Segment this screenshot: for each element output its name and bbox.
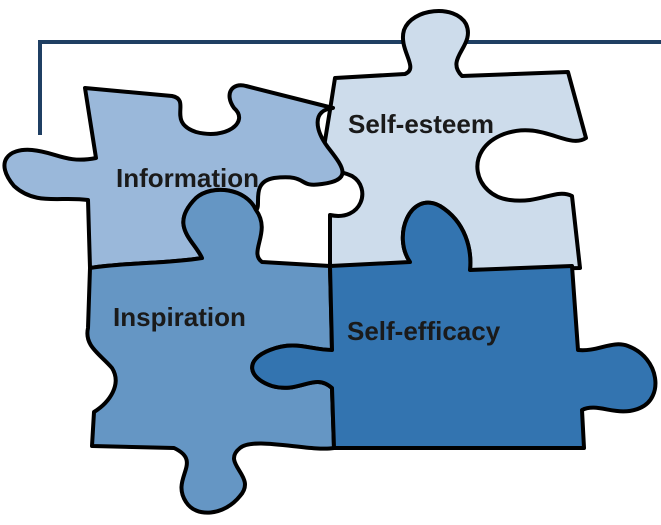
piece-information: [2, 83, 345, 270]
label-self-efficacy: Self-efficacy: [347, 316, 501, 346]
label-inspiration: Inspiration: [113, 302, 246, 332]
piece-self-esteem: [316, 9, 588, 272]
piece-self-efficacy: [250, 200, 658, 450]
label-information: Information: [116, 163, 259, 193]
label-self-esteem: Self-esteem: [348, 109, 494, 139]
